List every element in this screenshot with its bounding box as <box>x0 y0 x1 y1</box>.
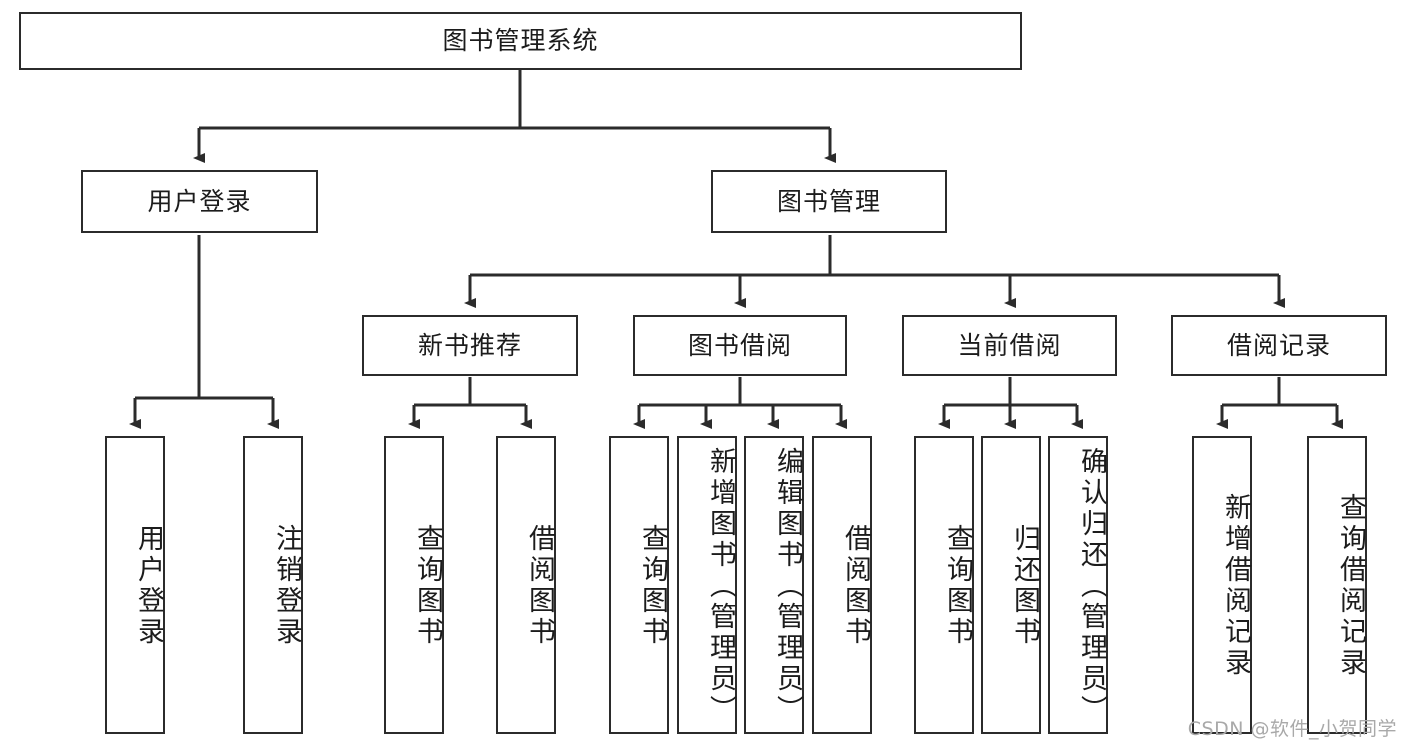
leaf-user-login-login[interactable]: 用户登录 <box>105 436 165 734</box>
leaf-current-borrow-return-book[interactable]: 归还图书 <box>981 436 1041 734</box>
node-new-book-recommend[interactable]: 新书推荐 <box>362 315 578 376</box>
node-book-management[interactable]: 图书管理 <box>711 170 947 233</box>
leaf-borrow-record-add-record[interactable]: 新增借阅记录 <box>1192 436 1252 734</box>
leaf-book-borrow-query-book[interactable]: 查询图书 <box>609 436 669 734</box>
node-current-borrow[interactable]: 当前借阅 <box>902 315 1117 376</box>
watermark-text: CSDN @软件_小贺同学 <box>1187 718 1397 740</box>
leaf-new-book-borrow-book[interactable]: 借阅图书 <box>496 436 556 734</box>
node-root-book-management-system[interactable]: 图书管理系统 <box>19 12 1022 70</box>
leaf-book-borrow-edit-book-admin[interactable]: 编辑图书（管理员） <box>744 436 804 734</box>
leaf-current-borrow-confirm-return-admin[interactable]: 确认归还（管理员） <box>1048 436 1108 734</box>
leaf-book-borrow-add-book-admin[interactable]: 新增图书（管理员） <box>677 436 737 734</box>
leaf-new-book-query-book[interactable]: 查询图书 <box>384 436 444 734</box>
node-borrow-record[interactable]: 借阅记录 <box>1171 315 1387 376</box>
node-user-login[interactable]: 用户登录 <box>81 170 318 233</box>
node-book-borrow[interactable]: 图书借阅 <box>633 315 847 376</box>
leaf-user-login-logout[interactable]: 注销登录 <box>243 436 303 734</box>
leaf-book-borrow-borrow-book[interactable]: 借阅图书 <box>812 436 872 734</box>
leaf-borrow-record-query-record[interactable]: 查询借阅记录 <box>1307 436 1367 734</box>
leaf-current-borrow-query-book[interactable]: 查询图书 <box>914 436 974 734</box>
